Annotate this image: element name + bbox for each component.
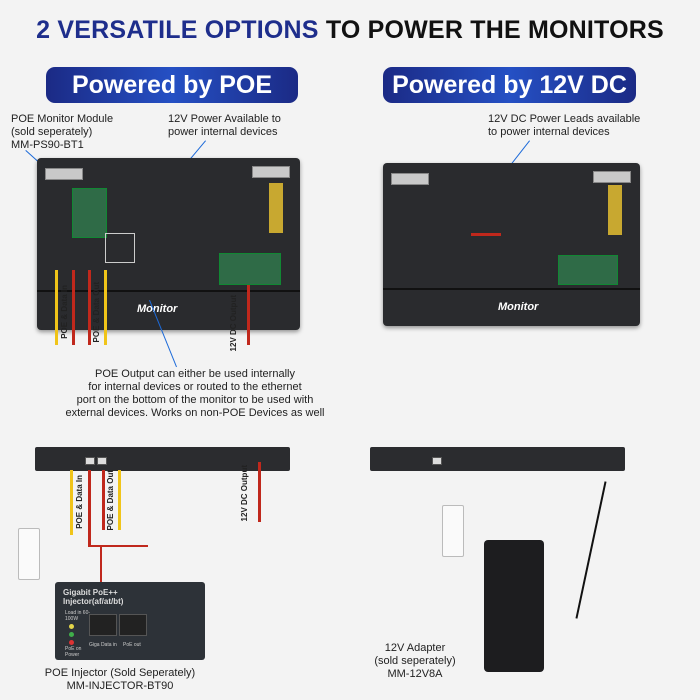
port-label: PoE out [123, 642, 141, 648]
page-title: 2 VERSATILE OPTIONS TO POWER THE MONITOR… [36, 16, 664, 44]
dc-leads [471, 233, 501, 236]
label-poe-data-in: POE & Data In [60, 285, 69, 339]
label-poe-data-out: POE & Data Out [106, 470, 115, 531]
driver-board [269, 183, 283, 233]
mount-bracket [252, 166, 290, 178]
led-yellow [69, 624, 74, 629]
label-12v-dc-output: 12V DC Output [229, 295, 238, 352]
routing-box [105, 233, 135, 263]
adapter-caption: 12V Adapter (sold seperately) MM-12V8A [374, 642, 456, 680]
ethernet-port [432, 457, 442, 465]
dc-monitor-back: Monitor [383, 163, 640, 326]
poe-cable [88, 545, 148, 547]
divider [37, 290, 300, 292]
adapter-cable [575, 481, 607, 619]
poe-module [72, 188, 107, 238]
dc-output-arrow [258, 462, 261, 522]
controller-board [219, 253, 281, 285]
poe-power-caption: 12V Power Available to power internal de… [168, 113, 281, 138]
ethernet-port [85, 457, 95, 465]
logo: Monitor [498, 301, 539, 313]
dc-power-caption: 12V DC Power Leads available to power in… [488, 113, 641, 138]
divider [383, 288, 640, 290]
label-poe-data-out: POE & Data Out [92, 282, 101, 343]
poe-out-arrow [102, 470, 105, 530]
mount-bracket [593, 171, 631, 183]
data-out-arrow [104, 270, 107, 345]
data-in-arrow [55, 270, 58, 345]
poe-out-port[interactable] [119, 614, 147, 636]
ethernet-port [97, 457, 107, 465]
led-label: PoE on [65, 646, 82, 652]
led-label: Power [65, 652, 80, 658]
wall-outlet [18, 528, 40, 580]
logo: Monitor [137, 303, 178, 315]
mount-bracket [391, 173, 429, 185]
dc-heading: Powered by 12V DC [383, 67, 636, 103]
mount-bracket [45, 168, 83, 180]
led-red [69, 640, 74, 645]
data-out-arrow [118, 470, 121, 530]
injector-title: Gigabit PoE++ [63, 588, 118, 597]
poe-monitor-bottom [35, 447, 290, 471]
giga-data-in-port[interactable] [89, 614, 117, 636]
wall-outlet [442, 505, 464, 557]
led-green [69, 632, 74, 637]
port-label: Giga Data in [89, 642, 117, 648]
poe-in-arrow [88, 470, 91, 545]
poe-injector: Gigabit PoE++ Injector(af/at/bt) Load in… [55, 582, 205, 660]
power-adapter [484, 540, 544, 672]
poe-output-note: POE Output can either be used internally… [65, 368, 325, 419]
driver-board [608, 185, 622, 235]
label-12v-dc-output: 12V DC Output [240, 465, 249, 522]
dc-monitor-bottom [370, 447, 625, 471]
injector-caption: POE Injector (Sold Seperately) MM-INJECT… [44, 667, 196, 692]
dc-output-arrow [247, 285, 250, 345]
poe-out-arrow [88, 270, 91, 345]
label-poe-data-in: POE & Data In [75, 475, 84, 529]
poe-module-caption: POE Monitor Module (sold seperately) MM-… [11, 113, 114, 151]
injector-title: Injector(af/at/bt) [63, 597, 124, 606]
poe-monitor-back: Monitor [37, 158, 300, 330]
data-in-arrow [70, 470, 73, 535]
controller-board [558, 255, 618, 285]
poe-heading: Powered by POE [46, 67, 298, 103]
poe-in-arrow [72, 270, 75, 345]
load-label: Load in 60-100W [65, 610, 91, 622]
